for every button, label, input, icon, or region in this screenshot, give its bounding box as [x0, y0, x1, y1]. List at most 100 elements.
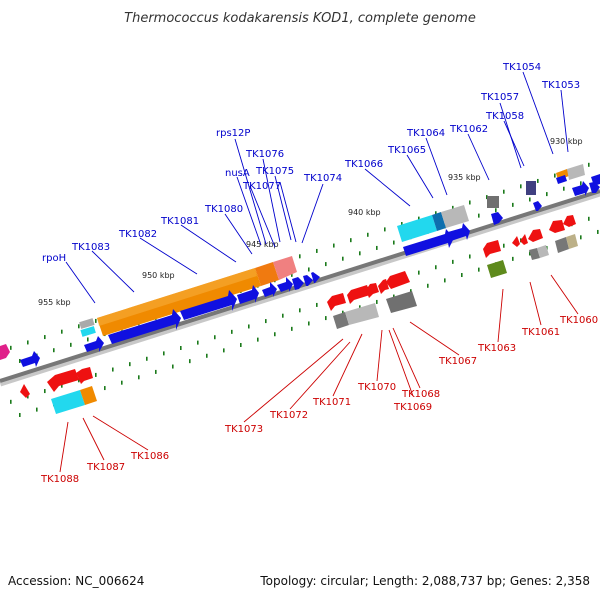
guide-dot	[359, 305, 361, 310]
guide-dot	[316, 302, 318, 307]
guide-dot	[19, 412, 21, 417]
feature-green-1063	[487, 260, 507, 278]
guide-dot	[359, 251, 361, 256]
gene-edge-left-red	[20, 384, 30, 398]
guide-dot	[197, 340, 199, 345]
label-TK1070: TK1070	[357, 382, 396, 393]
guide-dot	[146, 356, 148, 361]
gene-rpoH-arrow	[84, 336, 104, 352]
gene-TK1058-arrow	[533, 201, 542, 211]
guide-dot	[299, 254, 301, 259]
guide-dot	[87, 337, 89, 342]
guide-dot	[418, 270, 420, 275]
guide-dot	[104, 386, 106, 391]
guide-dot	[308, 321, 310, 326]
guide-dot	[214, 335, 216, 340]
guide-dot	[36, 407, 38, 412]
guide-dot	[10, 345, 12, 350]
guide-dot	[325, 262, 327, 267]
guide-dot	[223, 348, 225, 353]
guide-dot	[393, 294, 395, 299]
guide-dot	[444, 278, 446, 283]
guide-dot	[299, 308, 301, 313]
map-title: Thermococcus kodakarensis KOD1, complete…	[124, 11, 476, 26]
guide-dot	[563, 186, 565, 191]
gene-TK1075-arrow	[311, 272, 320, 283]
label-TK1082: TK1082	[118, 229, 157, 240]
gene-nusA-arrow	[277, 277, 293, 292]
guide-dot	[78, 378, 80, 383]
feature-cyan-1088	[51, 390, 85, 414]
feature-magenta-edge	[0, 344, 10, 360]
guide-dot	[291, 272, 293, 277]
feature-pink-block	[273, 256, 297, 280]
guide-dot	[537, 178, 539, 183]
guide-dot	[452, 259, 454, 264]
guide-dot	[27, 340, 29, 345]
label-TK1069: TK1069	[393, 402, 432, 413]
feature-darkblue-1065	[432, 212, 446, 231]
label-TK1074: TK1074	[303, 173, 342, 184]
guide-dot	[189, 359, 191, 364]
gene-TK1077-arrow	[292, 277, 304, 290]
label-TK1061: TK1061	[521, 327, 560, 338]
guide-dot	[554, 173, 556, 178]
label-TK1065: TK1065	[387, 145, 426, 156]
scale-ticks: 955 kbp 950 kbp 945 kbp 940 kbp 935 kbp …	[38, 137, 583, 307]
feature-gray-1061a	[529, 248, 540, 260]
guide-dot	[95, 372, 97, 377]
gene-TK1070-arrow	[378, 279, 389, 294]
guide-dot	[291, 326, 293, 331]
guide-dot	[469, 254, 471, 259]
label-TK1054: TK1054	[502, 62, 541, 73]
accession-label: Accession: NC_006624	[8, 574, 145, 588]
guide-dot	[129, 362, 131, 367]
guide-dot	[350, 238, 352, 243]
guide-dot	[248, 324, 250, 329]
gene-TK1053-arrow	[572, 181, 589, 196]
label-TK1062: TK1062	[449, 124, 488, 135]
feature-cyan-1066	[397, 215, 437, 242]
guide-dot	[206, 353, 208, 358]
feature-cyan-small	[80, 326, 96, 337]
gene-TK1068-arrow	[386, 271, 410, 289]
feature-gray-1053	[567, 164, 585, 180]
guide-dot	[112, 367, 114, 372]
gene-TK1082-arrow	[180, 290, 237, 320]
guide-dot	[163, 351, 165, 356]
guide-dot	[461, 273, 463, 278]
gene-TK1066-arrow	[403, 229, 454, 256]
guide-dot	[495, 208, 497, 213]
guide-dot	[265, 319, 267, 324]
guide-dot	[308, 267, 310, 272]
label-TK1068: TK1068	[401, 389, 440, 400]
gene-edge-right-block	[591, 174, 600, 186]
feature-gray-small	[79, 318, 95, 329]
guide-dot	[503, 243, 505, 248]
label-TK1086: TK1086	[130, 451, 169, 462]
guide-dot	[597, 229, 599, 234]
guide-dot	[155, 369, 157, 374]
feature-orange-end	[255, 262, 279, 286]
guide-dot	[257, 337, 259, 342]
guide-dot	[410, 289, 412, 294]
feature-gray-1064	[441, 205, 469, 228]
guide-dot	[588, 162, 590, 167]
label-TK1073: TK1073	[224, 424, 263, 435]
guide-dot	[588, 216, 590, 221]
feature-blue-1054	[556, 175, 567, 184]
guide-dot	[469, 200, 471, 205]
gene-TK1063-arrow	[483, 240, 501, 258]
guide-dot	[435, 265, 437, 270]
guide-dot	[78, 324, 80, 329]
guide-dot	[282, 313, 284, 318]
feature-orange-1086	[80, 386, 97, 405]
guide-dot	[61, 383, 63, 388]
gene-TK1060a-arrow	[549, 220, 565, 233]
label-TK1077: TK1077	[242, 181, 281, 192]
guide-dot	[401, 222, 403, 227]
gene-TK1073-arrow	[327, 293, 346, 311]
guide-dot	[520, 184, 522, 189]
feature-lightgray-1072	[345, 303, 379, 325]
